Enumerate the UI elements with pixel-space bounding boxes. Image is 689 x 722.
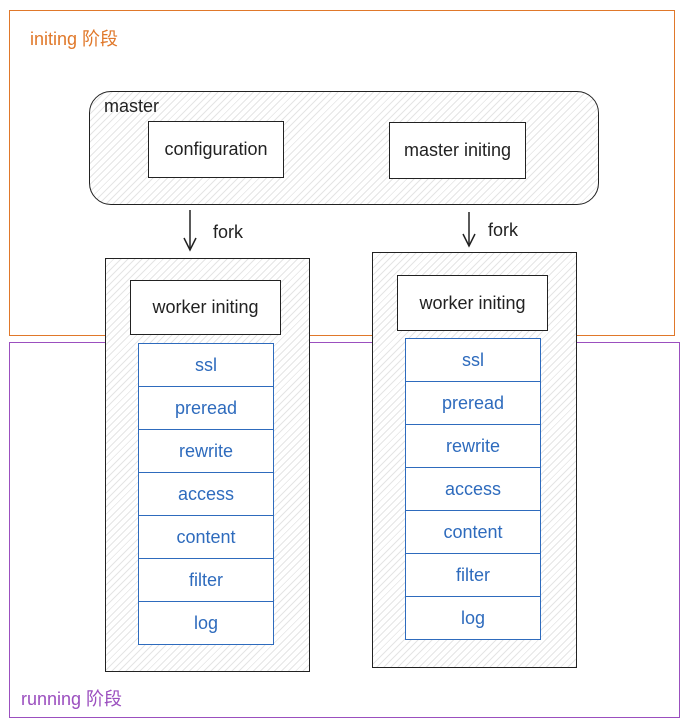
master-label: master bbox=[104, 96, 160, 116]
phase-filter: filter bbox=[405, 553, 541, 597]
master-initing-box: master initing bbox=[389, 122, 526, 179]
worker-right-phases: ssl preread rewrite access content filte… bbox=[405, 338, 541, 640]
worker-initing-box-left: worker initing bbox=[130, 280, 281, 335]
phase-content: content bbox=[138, 515, 274, 559]
worker-initing-box-right: worker initing bbox=[397, 275, 548, 331]
phase-access: access bbox=[405, 467, 541, 511]
fork-label-right: fork bbox=[488, 220, 519, 240]
phase-preread: preread bbox=[405, 381, 541, 425]
fork-label-left: fork bbox=[213, 222, 244, 242]
phase-ssl: ssl bbox=[405, 338, 541, 382]
initing-phase-label: initing 阶段 bbox=[30, 29, 119, 49]
phase-filter: filter bbox=[138, 558, 274, 602]
worker-left-phases: ssl preread rewrite access content filte… bbox=[138, 343, 274, 645]
configuration-box: configuration bbox=[148, 121, 284, 178]
phase-ssl: ssl bbox=[138, 343, 274, 387]
phase-preread: preread bbox=[138, 386, 274, 430]
running-phase-label: running 阶段 bbox=[21, 689, 123, 709]
phase-log: log bbox=[405, 596, 541, 640]
phase-rewrite: rewrite bbox=[405, 424, 541, 468]
phase-content: content bbox=[405, 510, 541, 554]
initing-phase-region bbox=[9, 10, 675, 336]
running-phase-region bbox=[9, 342, 680, 718]
phase-log: log bbox=[138, 601, 274, 645]
phase-access: access bbox=[138, 472, 274, 516]
phase-rewrite: rewrite bbox=[138, 429, 274, 473]
